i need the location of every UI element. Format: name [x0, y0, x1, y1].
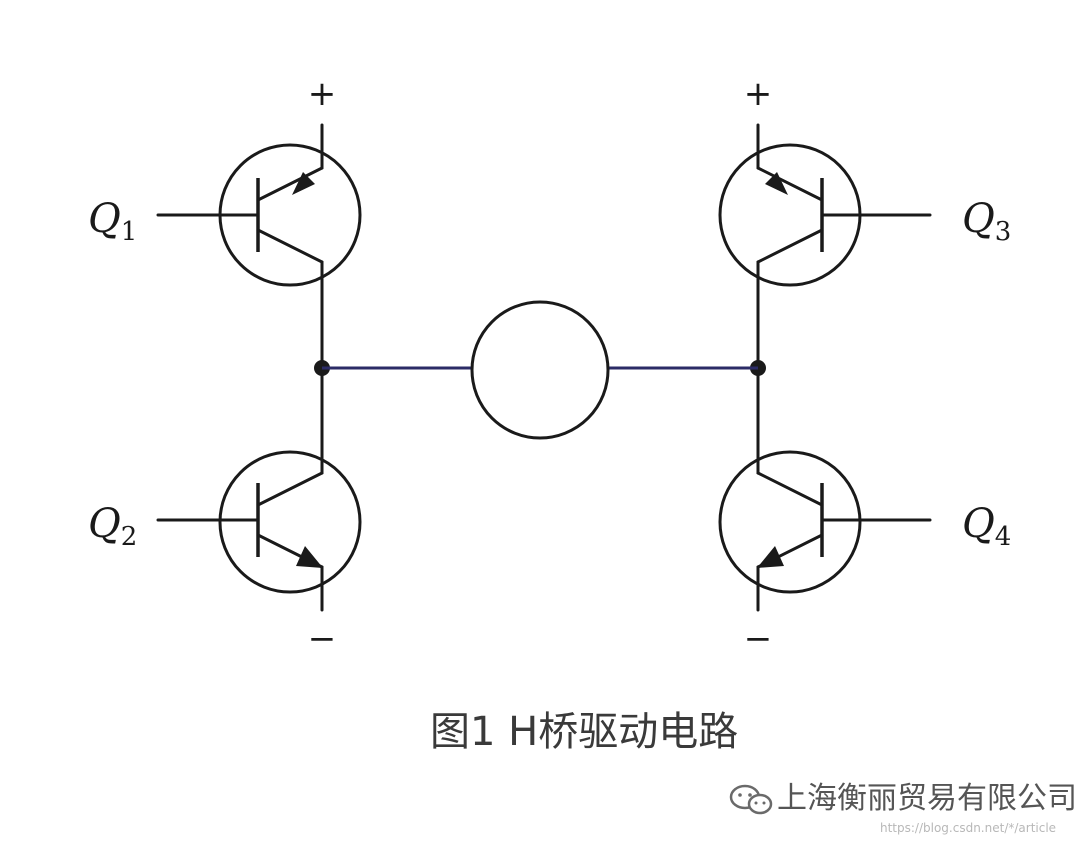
- label-q2: Q2: [88, 501, 137, 552]
- transistor-q3-emitter: [756, 166, 824, 202]
- supply-positive-right: +: [744, 74, 773, 114]
- label-q1: Q1: [88, 196, 137, 247]
- transistor-q3: [718, 123, 932, 287]
- transistor-q3-collector: [756, 228, 824, 264]
- label-q3: Q3: [962, 196, 1011, 247]
- motor-symbol: [470, 300, 610, 440]
- wechat-icon: [729, 784, 773, 815]
- supply-negative-left: −: [308, 619, 337, 659]
- transistor-q4-body: [718, 450, 862, 594]
- transistor-q2: [156, 450, 362, 612]
- supply-positive-left: +: [308, 74, 337, 114]
- supply-negative-right: −: [744, 619, 773, 659]
- transistor-q4: [718, 450, 932, 612]
- watermark-url: https://blog.csdn.net/*/article: [880, 821, 1056, 835]
- transistor-q1-emitter: [256, 166, 324, 202]
- figure-caption: 图1 H桥驱动电路: [430, 709, 738, 755]
- transistor-q2-collector: [256, 471, 324, 507]
- label-q4: Q4: [962, 501, 1011, 552]
- transistor-q2-body: [218, 450, 362, 594]
- transistor-q1-collector: [256, 228, 324, 264]
- transistor-q1: [156, 123, 362, 287]
- transistor-q4-collector: [756, 471, 824, 507]
- transistor-q1-emitter-arrow: [292, 172, 315, 195]
- transistor-q2-emitter-arrow: [296, 546, 323, 568]
- transistor-q4-emitter-arrow: [757, 546, 784, 568]
- transistor-q3-emitter-arrow: [765, 172, 788, 195]
- watermark-company: 上海衡丽贸易有限公司: [777, 781, 1077, 816]
